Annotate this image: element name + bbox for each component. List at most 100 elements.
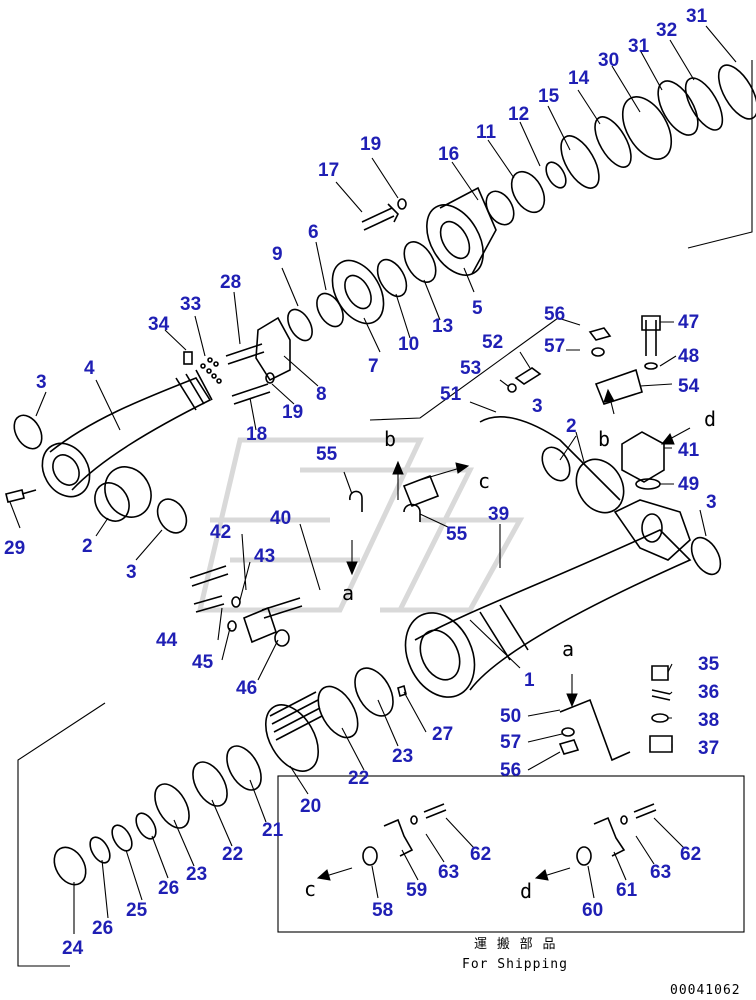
callout-21: 21 bbox=[262, 820, 284, 841]
callout-63-right: 63 bbox=[650, 862, 671, 883]
callout-22-left: 22 bbox=[222, 844, 243, 865]
flange-plate-c bbox=[402, 474, 440, 508]
ring-13 bbox=[403, 241, 437, 283]
callout-2-left: 2 bbox=[82, 536, 93, 557]
rings-upper-right bbox=[485, 64, 756, 226]
washer-53 bbox=[507, 383, 517, 393]
callout-58: 58 bbox=[372, 900, 393, 921]
callout-56-bottom: 56 bbox=[500, 760, 521, 781]
callout-1: 1 bbox=[524, 670, 535, 691]
callout-63-left: 63 bbox=[438, 862, 459, 883]
callout-13: 13 bbox=[432, 316, 453, 337]
callout-15: 15 bbox=[538, 86, 560, 107]
shipping-title-jp: 運 搬 部 品 bbox=[474, 937, 556, 952]
callout-38: 38 bbox=[698, 710, 719, 731]
callout-6: 6 bbox=[308, 222, 319, 243]
callout-5: 5 bbox=[472, 298, 483, 319]
bolt-18 bbox=[231, 383, 271, 405]
bushing-2-left bbox=[94, 466, 152, 522]
callout-52: 52 bbox=[482, 332, 503, 353]
callout-61: 61 bbox=[616, 880, 638, 901]
callout-2-right: 2 bbox=[566, 416, 577, 437]
callout-53: 53 bbox=[460, 358, 481, 379]
plug-37 bbox=[649, 735, 673, 753]
callout-23-left: 23 bbox=[186, 864, 207, 885]
callout-33: 33 bbox=[180, 294, 201, 315]
washer-45 bbox=[227, 620, 237, 632]
plate-8 bbox=[255, 316, 291, 382]
callout-40: 40 bbox=[270, 508, 291, 529]
bolt-52 bbox=[514, 367, 542, 385]
oring-38 bbox=[651, 713, 669, 723]
grease-fitting-29 bbox=[5, 489, 37, 503]
bracket-54 bbox=[594, 368, 643, 405]
clamp-50 bbox=[559, 698, 631, 762]
callout-16: 16 bbox=[438, 144, 459, 165]
callout-45: 45 bbox=[192, 652, 214, 673]
callout-26-left: 26 bbox=[92, 918, 113, 939]
callout-37: 37 bbox=[698, 738, 719, 759]
callout-14: 14 bbox=[568, 68, 590, 89]
view-letter-a-right: a bbox=[562, 637, 574, 661]
callout-36: 36 bbox=[698, 682, 719, 703]
shipping-title-en: For Shipping bbox=[462, 957, 568, 972]
view-arrows bbox=[316, 388, 691, 881]
bolt-42 bbox=[189, 565, 229, 587]
callout-39: 39 bbox=[488, 504, 509, 525]
callout-59: 59 bbox=[406, 880, 427, 901]
cylinder-tube-1 bbox=[404, 416, 692, 698]
view-letter-d-top: d bbox=[704, 407, 716, 431]
callout-62-left: 62 bbox=[470, 844, 491, 865]
callout-8: 8 bbox=[316, 384, 327, 405]
callout-12: 12 bbox=[508, 104, 529, 125]
view-letter-c-top: c bbox=[478, 469, 490, 493]
tube-end-eye bbox=[613, 499, 691, 561]
washer-48 bbox=[644, 362, 658, 370]
callout-10: 10 bbox=[398, 334, 419, 355]
lock-plate bbox=[243, 606, 277, 644]
callout-17: 17 bbox=[318, 160, 339, 181]
callout-54: 54 bbox=[678, 376, 700, 397]
callout-42: 42 bbox=[210, 522, 231, 543]
boundary-line-bottom bbox=[17, 702, 106, 967]
flange-7 bbox=[331, 259, 385, 325]
callout-48: 48 bbox=[678, 346, 699, 367]
callout-19-bottom: 19 bbox=[282, 402, 303, 423]
callout-3-left-bottom: 3 bbox=[126, 562, 137, 583]
washer-57-top bbox=[591, 347, 605, 357]
cylinder-head bbox=[426, 186, 497, 276]
nut-56-bottom bbox=[558, 739, 580, 755]
screw-27 bbox=[397, 684, 407, 698]
seal-3-right bbox=[690, 536, 722, 576]
callout-60: 60 bbox=[582, 900, 603, 921]
bolt-28 bbox=[225, 343, 265, 365]
callout-26-right: 26 bbox=[158, 878, 179, 899]
shipping-parts-right bbox=[576, 803, 657, 866]
bushing-2-right bbox=[575, 458, 625, 514]
bolt-44 bbox=[193, 595, 225, 613]
clamp-55-b bbox=[403, 503, 421, 522]
piston-assembly bbox=[53, 667, 394, 886]
seal-3-left-a bbox=[13, 414, 43, 450]
callout-35: 35 bbox=[698, 654, 720, 675]
bolt-47 bbox=[641, 315, 661, 356]
callout-62-right: 62 bbox=[680, 844, 701, 865]
callout-28: 28 bbox=[220, 272, 241, 293]
view-letter-d-bottom: d bbox=[520, 879, 532, 903]
view-letter-a-left: a bbox=[342, 581, 354, 605]
washer-57-bottom bbox=[561, 727, 575, 737]
drawing-number: 00041062 bbox=[670, 983, 741, 998]
callout-7: 7 bbox=[368, 356, 379, 377]
callout-51: 51 bbox=[440, 384, 462, 405]
callout-32: 32 bbox=[656, 20, 677, 41]
callout-34: 34 bbox=[148, 314, 170, 335]
plug-34 bbox=[183, 351, 193, 365]
view-letters: b c a a b d c d bbox=[304, 407, 716, 903]
callout-44: 44 bbox=[156, 630, 178, 651]
callout-23-right: 23 bbox=[392, 746, 413, 767]
callout-47: 47 bbox=[678, 312, 699, 333]
callout-22-right: 22 bbox=[348, 768, 369, 789]
callout-29: 29 bbox=[4, 538, 25, 559]
callout-57-top: 57 bbox=[544, 336, 565, 357]
